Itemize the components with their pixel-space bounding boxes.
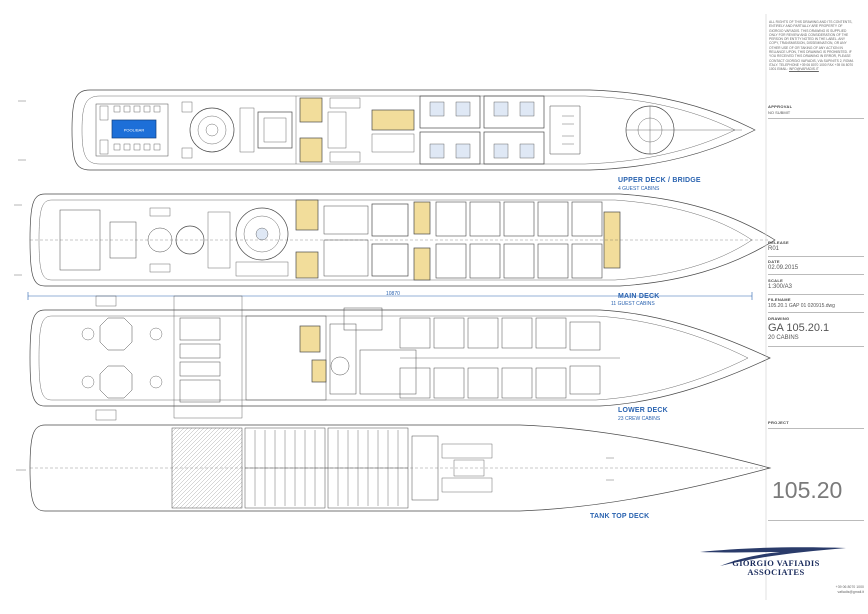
deck-label-tank-top: TANK TOP DECK [590,513,650,520]
approval-block: APPROVAL NO SUBMIT [768,104,864,115]
scale-label: SCALE [768,278,784,283]
tank-top-deck-plan [16,424,772,512]
company-logo: GIORGIO VAFIADIS ASSOCIATES [696,559,856,577]
copyright-notice-text: ALL RIGHTS OF THIS DRAWING AND ITS CONTE… [769,20,854,72]
drawing-label: DRAWING [768,316,790,321]
approval-label: APPROVAL [768,104,793,109]
divider [768,118,864,119]
drawing-sub: 20 CABINS [768,335,799,341]
divider [768,520,864,521]
filename-label: FILENAME [768,297,791,302]
divider [768,346,864,347]
project-label: PROJECT [768,420,789,425]
drawing-block: DRAWING GA 105.20.1 20 CABINS [768,316,864,341]
deck-label-main: MAIN DECK [618,293,660,300]
upper-deck-plan: POOL/BAR [18,89,756,171]
deck-sub-upper: 4 GUEST CABINS [618,186,660,192]
divider [768,312,864,313]
filename-value: 105.20.1 GAP 01 020915.dwg [768,303,835,309]
pool [111,119,157,139]
contact-email: vafiadis@gmail.it [837,589,864,594]
scale-value: 1:300/A3 [768,284,793,290]
divider [768,274,864,275]
logo-line-2: ASSOCIATES [747,567,805,577]
overall-length-dimension: 10870 [386,291,400,297]
release-block: RELEASE R01 [768,240,864,252]
lower-deck-hull [29,309,771,407]
main-deck-hull [29,193,776,287]
release-label: RELEASE [768,240,789,245]
contact-phone: +39 06 8070 1000 [835,585,864,589]
date-block: DATE 02.09.2015 [768,259,864,271]
deck-label-upper: UPPER DECK / BRIDGE [618,177,701,184]
project-number: 105.20 [772,477,843,503]
logo-mark [700,547,846,566]
filename-block: FILENAME 105.20.1 GAP 01 020915.dwg [768,297,864,309]
upper-deck-hull [71,89,756,171]
pool-label: POOL/BAR [124,128,145,133]
drawing-value: GA 105.20.1 [768,322,830,334]
date-label: DATE [768,259,780,264]
copyright-notice: ALL RIGHTS OF THIS DRAWING AND ITS CONTE… [769,20,855,72]
lower-deck-plan [29,295,771,421]
scale-block: SCALE 1:300/A3 [768,278,864,290]
divider [768,294,864,295]
release-value: R01 [768,246,780,252]
main-deck-plan [14,193,776,300]
divider [768,428,864,429]
logo-line-1: GIORGIO VAFIADIS [732,558,820,568]
deck-label-lower: LOWER DECK [618,407,668,414]
divider [768,256,864,257]
company-contact: +39 06 8070 1000 vafiadis@gmail.it [794,585,864,594]
deck-sub-main: 11 GUEST CABINS [611,301,655,307]
project-block: PROJECT [768,420,864,425]
deck-sub-lower: 23 CREW CABINS [618,416,661,422]
approval-value: NO SUBMIT [768,110,791,115]
copyright-email: INFO@VAFIADIS.IT [788,67,819,72]
date-value: 02.09.2015 [768,265,799,271]
